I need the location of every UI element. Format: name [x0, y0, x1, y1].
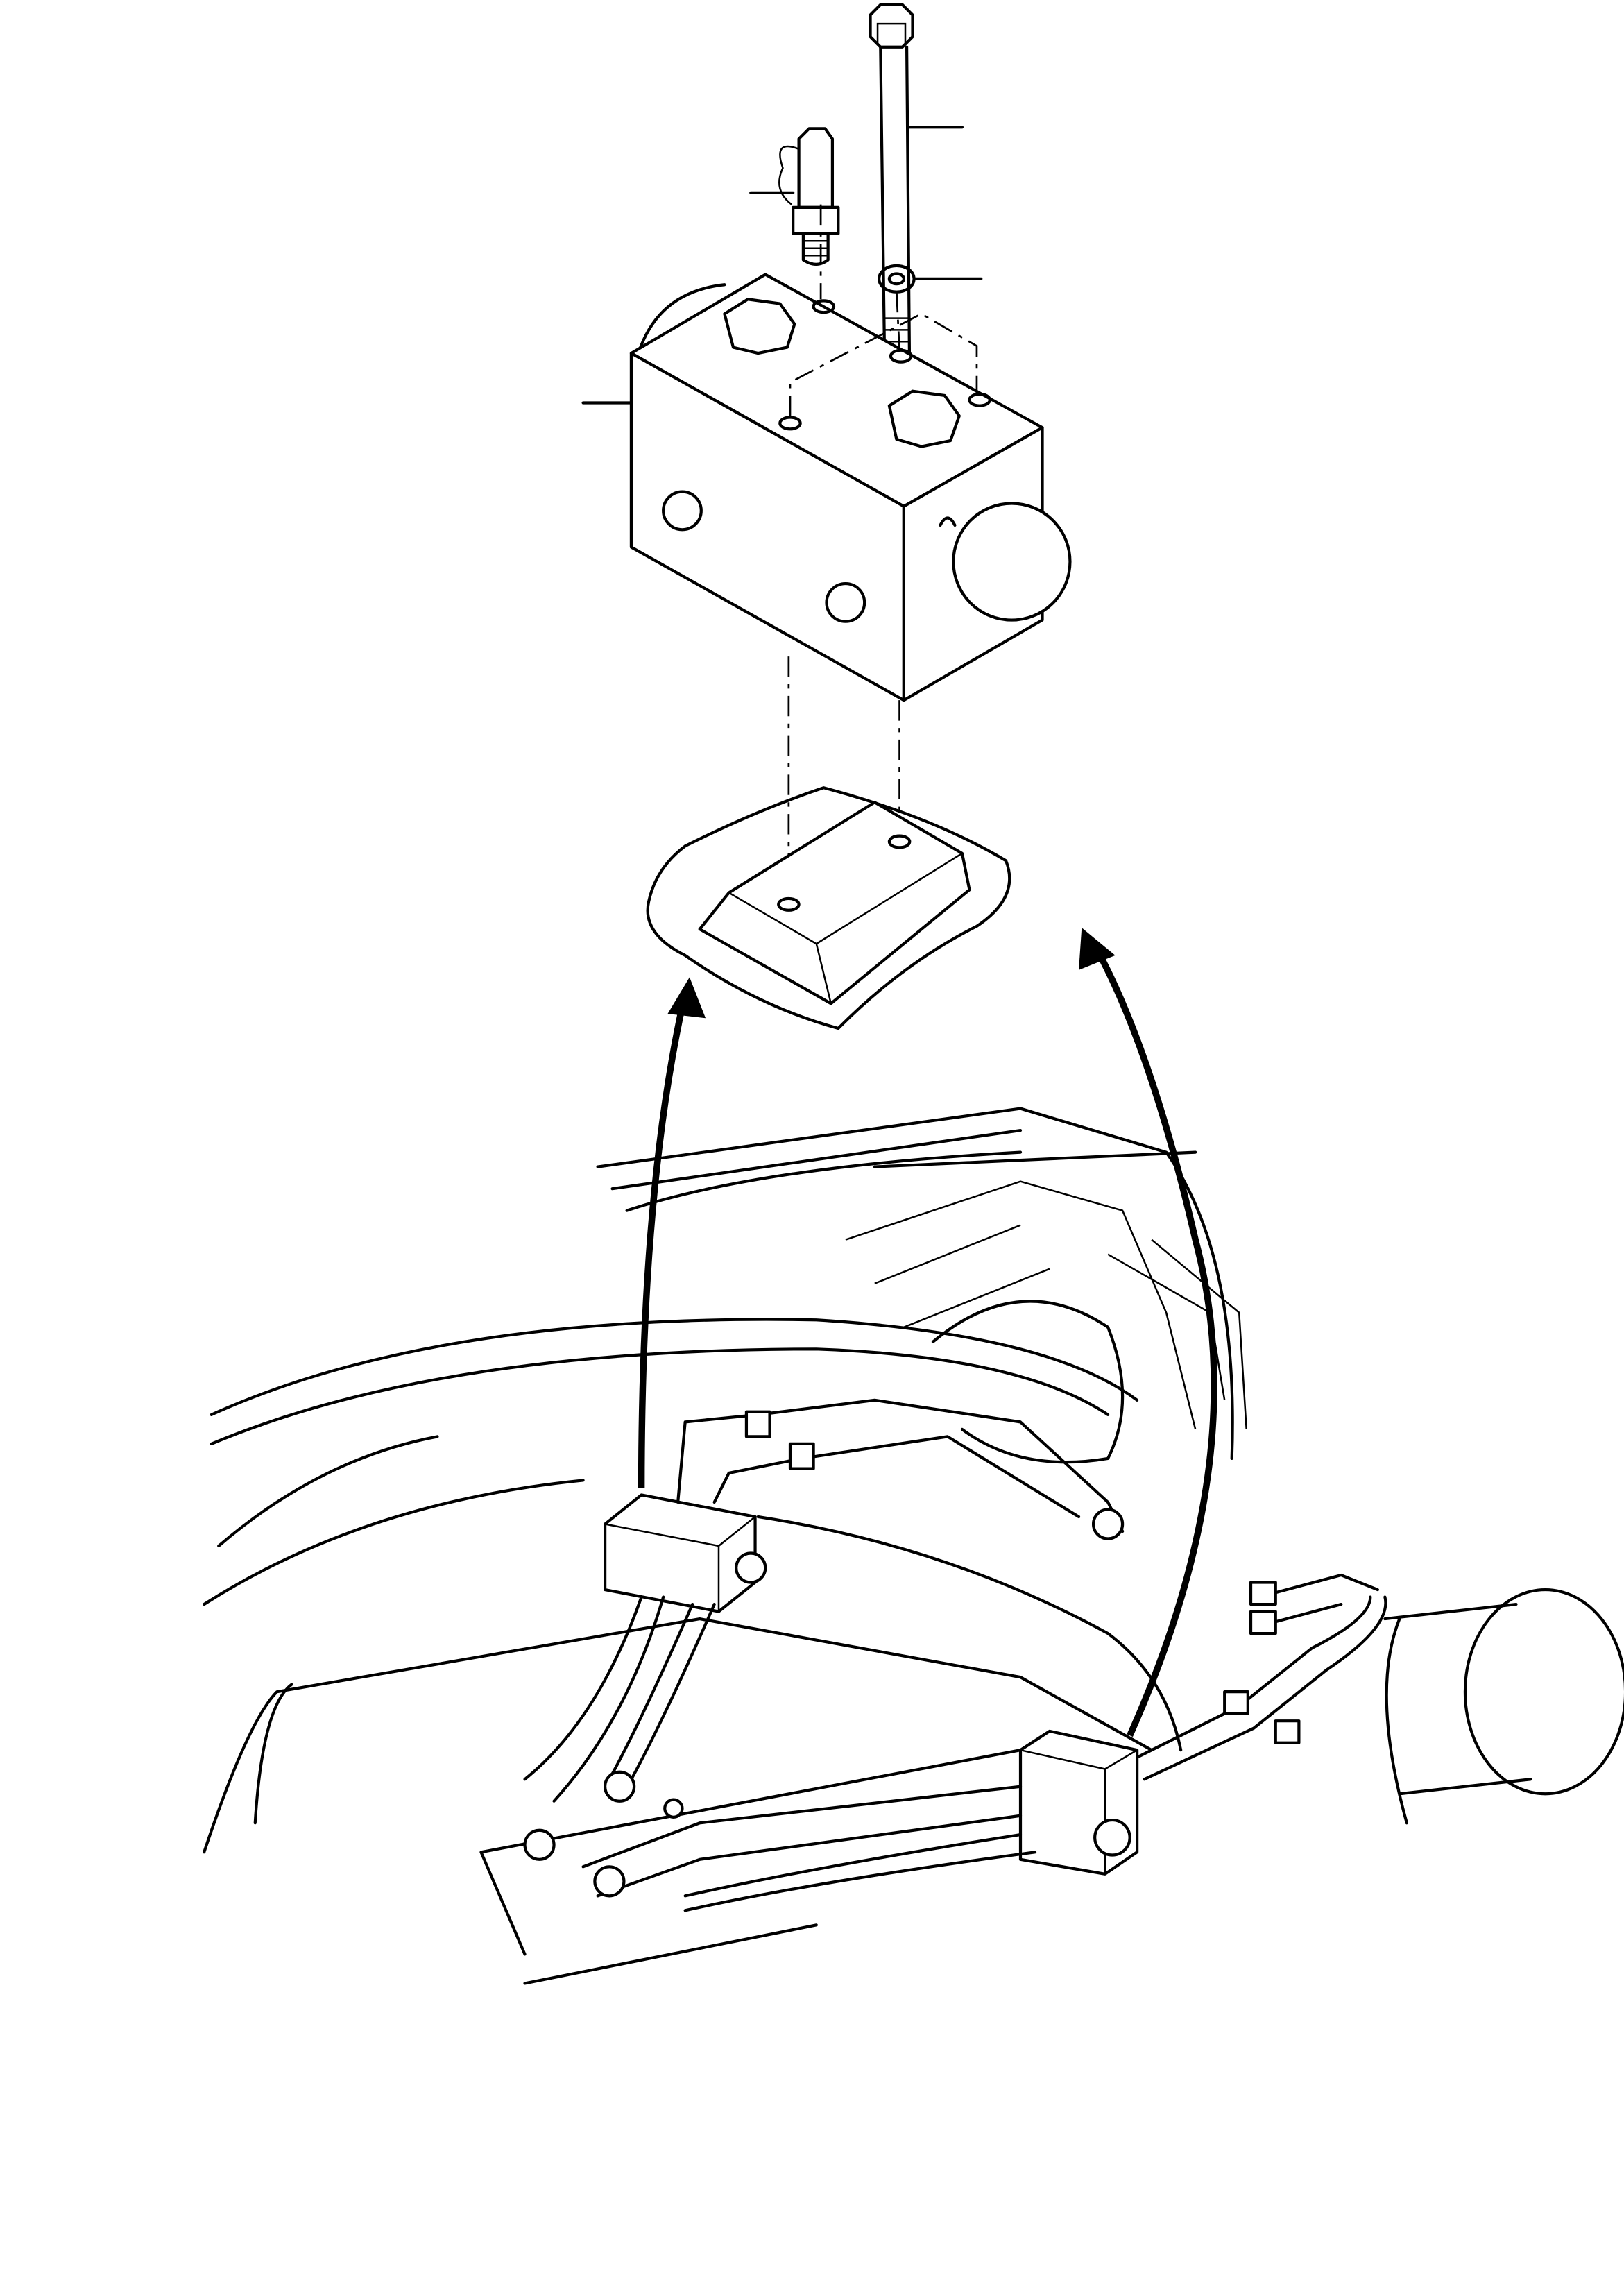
chassis-ring [203, 1318, 1183, 1985]
arrow-right [1079, 927, 1217, 1737]
test-fitting [749, 127, 840, 266]
lower-manifold [523, 1573, 1387, 1912]
washer [878, 264, 983, 294]
valve-block [581, 204, 1072, 905]
tire [596, 1107, 1247, 1464]
mounting-pad [646, 786, 1011, 1030]
upper-manifold [523, 1398, 1125, 1803]
arrow-left [638, 977, 706, 1488]
axle-hub [1383, 1588, 1624, 1825]
